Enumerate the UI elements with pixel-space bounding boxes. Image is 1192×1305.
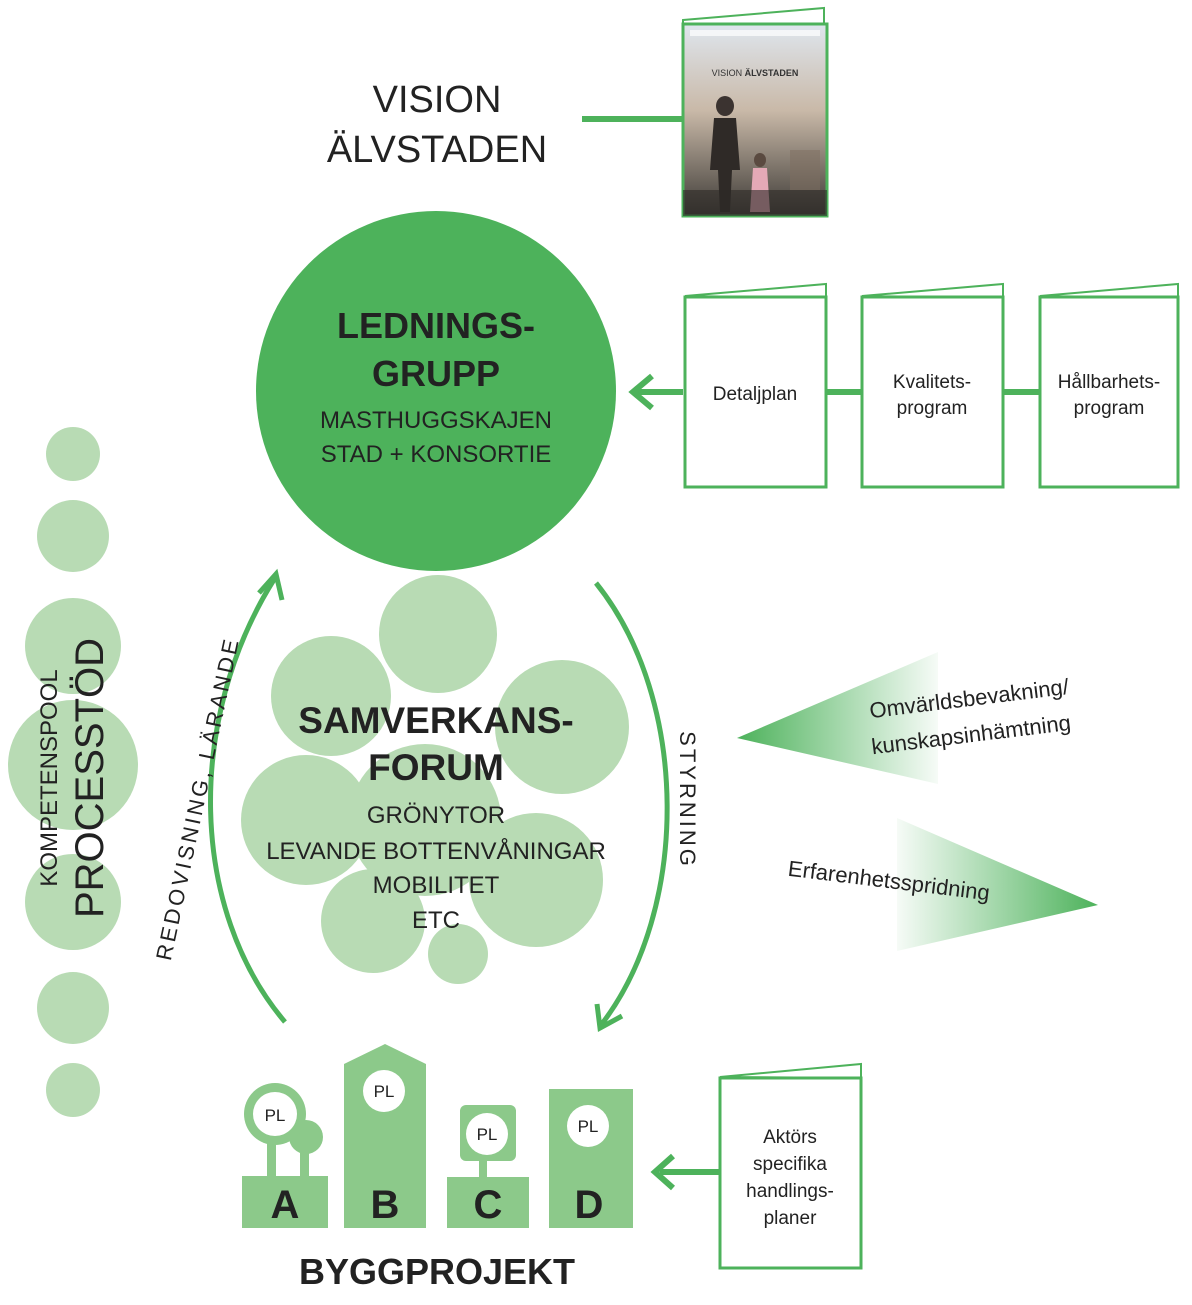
doc-kvalitetsprogram: Kvalitets- program <box>860 282 1005 489</box>
forum-title-line2: FORUM <box>368 747 504 788</box>
project-a-pl: PL <box>265 1106 286 1125</box>
documents-arrowhead <box>628 373 654 411</box>
processtod-dot <box>25 598 121 694</box>
doc-hallbarhet-line2: program <box>1074 398 1145 419</box>
doc-kvalitet-line2: program <box>897 398 968 419</box>
ledningsgrupp-circle: LEDNINGS- GRUPP MASTHUGGSKAJEN STAD + KO… <box>256 211 616 571</box>
processtod-dot <box>46 1063 100 1117</box>
doc-detaljplan: Detaljplan <box>683 282 828 489</box>
arc-styrning <box>594 581 670 1027</box>
processtod-dot <box>37 972 109 1044</box>
doc-hallbarhet-line1: Hållbarhets- <box>1058 372 1160 393</box>
arc-styrning-arrowhead <box>594 1003 624 1032</box>
project-a: PL A <box>242 1083 328 1228</box>
doc-detaljplan-label: Detaljplan <box>713 384 798 405</box>
project-d-pl: PL <box>578 1117 599 1136</box>
forum-bubble <box>469 813 603 947</box>
project-b-letter: B <box>371 1183 400 1227</box>
project-d: PL D <box>549 1089 633 1228</box>
byggprojekt: PL A PL B PL C PL D BYGGPROJEKT <box>242 1044 633 1292</box>
processtod-label-large: PROCESSTÖD <box>68 638 112 918</box>
forum-bubble <box>379 575 497 693</box>
project-c-letter: C <box>474 1183 503 1227</box>
brochure-caption: VISION ÄLVSTADEN <box>712 68 799 78</box>
forum-item: GRÖNYTOR <box>367 802 505 829</box>
forum-item: MOBILITET <box>373 872 500 899</box>
vision-block: VISION ÄLVSTADEN VISION ÄLVSTADEN <box>327 6 829 218</box>
forum-bubble <box>428 924 488 984</box>
arc-redovisning-arrowhead <box>257 568 285 601</box>
aktor-arrowhead <box>650 1153 675 1191</box>
processtod-label-small: KOMPETENSPOOL <box>36 669 63 886</box>
aktor-line1: Aktörs <box>763 1127 817 1148</box>
brochure-figures <box>683 96 827 216</box>
forum-bubble <box>271 636 391 756</box>
processtod-dot <box>46 427 100 481</box>
forum-bubble <box>321 869 425 973</box>
forum-bubble <box>495 660 629 794</box>
vision-title-line1: VISION <box>373 79 502 121</box>
doc-hallbarhetsprogram: Hållbarhets- program <box>1038 282 1180 489</box>
forum-title-line1: SAMVERKANS- <box>298 700 573 741</box>
processtod-dot <box>8 700 138 830</box>
ledningsgrupp-sub-line2: STAD + KONSORTIE <box>321 441 552 468</box>
erfarenhet-arrow <box>897 818 1098 951</box>
doc-kvalitet-line1: Kvalitets- <box>893 372 971 393</box>
doc-aktor: Aktörs specifika handlings- planer <box>650 1062 863 1270</box>
forum-bubble <box>241 755 371 885</box>
processtod-column: KOMPETENSPOOL PROCESSTÖD <box>8 427 138 1117</box>
byggprojekt-title: BYGGPROJEKT <box>299 1251 575 1292</box>
forum-item: ETC <box>412 907 460 934</box>
project-c: PL C <box>447 1105 529 1228</box>
project-a-letter: A <box>271 1183 300 1227</box>
ledningsgrupp-title-line2: GRUPP <box>372 353 500 394</box>
project-b: PL B <box>344 1044 426 1228</box>
samverkansforum: SAMVERKANS- FORUM GRÖNYTOR LEVANDE BOTTE… <box>241 575 629 984</box>
ledningsgrupp-title-line1: LEDNINGS- <box>337 305 535 346</box>
knowledge-arrows: Omvärldsbevakning/ kunskapsinhämtning Er… <box>737 652 1098 951</box>
aktor-line3: handlings- <box>746 1181 834 1202</box>
arc-label-left: REDOVISNING, LÄRANDE <box>151 634 244 962</box>
project-d-letter: D <box>575 1183 604 1227</box>
omvarld-arrow <box>737 652 938 784</box>
processtod-dot <box>37 500 109 572</box>
forum-bubble <box>349 744 501 896</box>
aktor-line2: specifika <box>753 1154 827 1175</box>
vision-title-line2: ÄLVSTADEN <box>327 129 547 171</box>
project-c-pl: PL <box>477 1125 498 1144</box>
arc-label-right: STYRNING <box>675 731 700 869</box>
forum-item: LEVANDE BOTTENVÅNINGAR <box>266 837 606 865</box>
arc-redovisning <box>208 576 287 1024</box>
processtod-dot <box>25 854 121 950</box>
plan-documents: Detaljplan Kvalitets- program Hållbarhet… <box>628 282 1180 489</box>
vision-brochure: VISION ÄLVSTADEN <box>681 6 829 218</box>
aktor-line4: planer <box>764 1208 817 1229</box>
project-b-pl: PL <box>374 1082 395 1101</box>
ledningsgrupp-sub-line1: MASTHUGGSKAJEN <box>320 407 552 434</box>
